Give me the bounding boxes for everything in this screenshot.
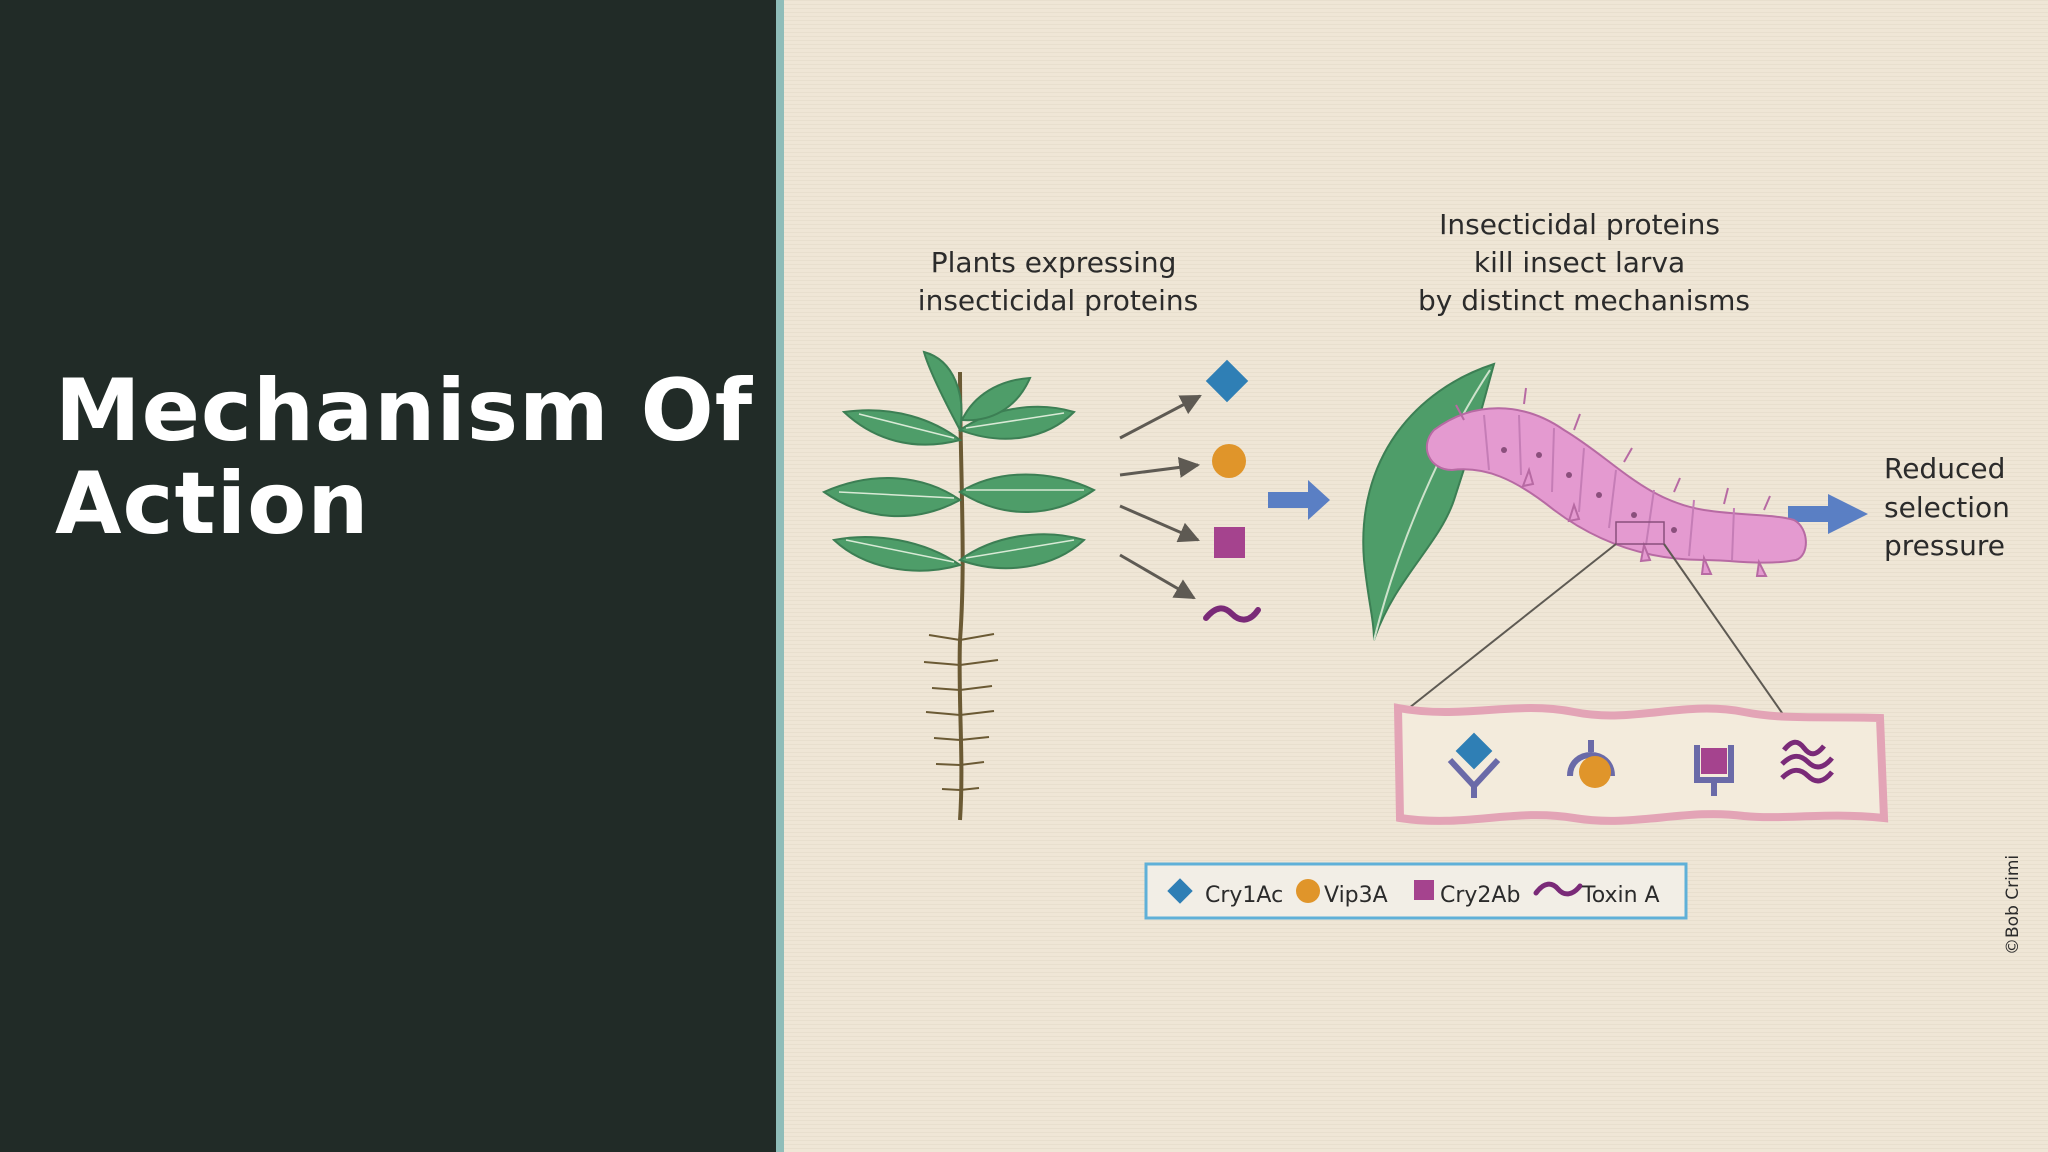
legend-vip3a: Vip3A [1324, 883, 1388, 908]
legend-cry2ab: Cry2Ab [1440, 883, 1520, 908]
proteins-label: Insecticidal proteins kill insect larva … [1418, 208, 1750, 317]
expression-arrows [1119, 394, 1202, 600]
diagram-background [784, 0, 2048, 1152]
flow-arrow-2 [1788, 494, 1868, 534]
plants-label: Plants expressing insecticidal proteins [918, 246, 1198, 317]
vip3a-symbol [1212, 444, 1246, 478]
mechanism-diagram: Plants expressing insecticidal proteins … [784, 0, 2048, 1152]
plant-illustration [821, 350, 1096, 821]
slide-title: Mechanism Of Action [55, 361, 754, 554]
zoom-lines [1403, 543, 1795, 731]
title-panel: Mechanism Of Action [0, 0, 776, 1152]
protein-symbols [1203, 359, 1261, 623]
accent-divider [776, 0, 784, 1152]
legend-toxin-a: Toxin A [1581, 883, 1660, 908]
legend-toxin-a-swatch [1533, 881, 1583, 897]
flow-arrow-1 [1268, 480, 1330, 520]
larva-illustration [1425, 387, 1807, 577]
cry2ab-symbol [1214, 527, 1245, 558]
legend-cry1ac: Cry1Ac [1205, 883, 1283, 908]
legend-vip3a-swatch [1296, 879, 1320, 903]
legend: Cry1Ac Vip3A Cry2Ab Toxin A [1144, 862, 1688, 920]
legend-cry2ab-swatch [1414, 880, 1434, 900]
image-credit: ©Bob Crimi [2003, 855, 2023, 955]
outcome-label: Reduced selection pressure [1884, 452, 2019, 562]
cry1ac-symbol [1205, 359, 1249, 403]
toxin-a-symbol [1203, 605, 1261, 623]
gut-receptor-panel [1393, 703, 1889, 825]
